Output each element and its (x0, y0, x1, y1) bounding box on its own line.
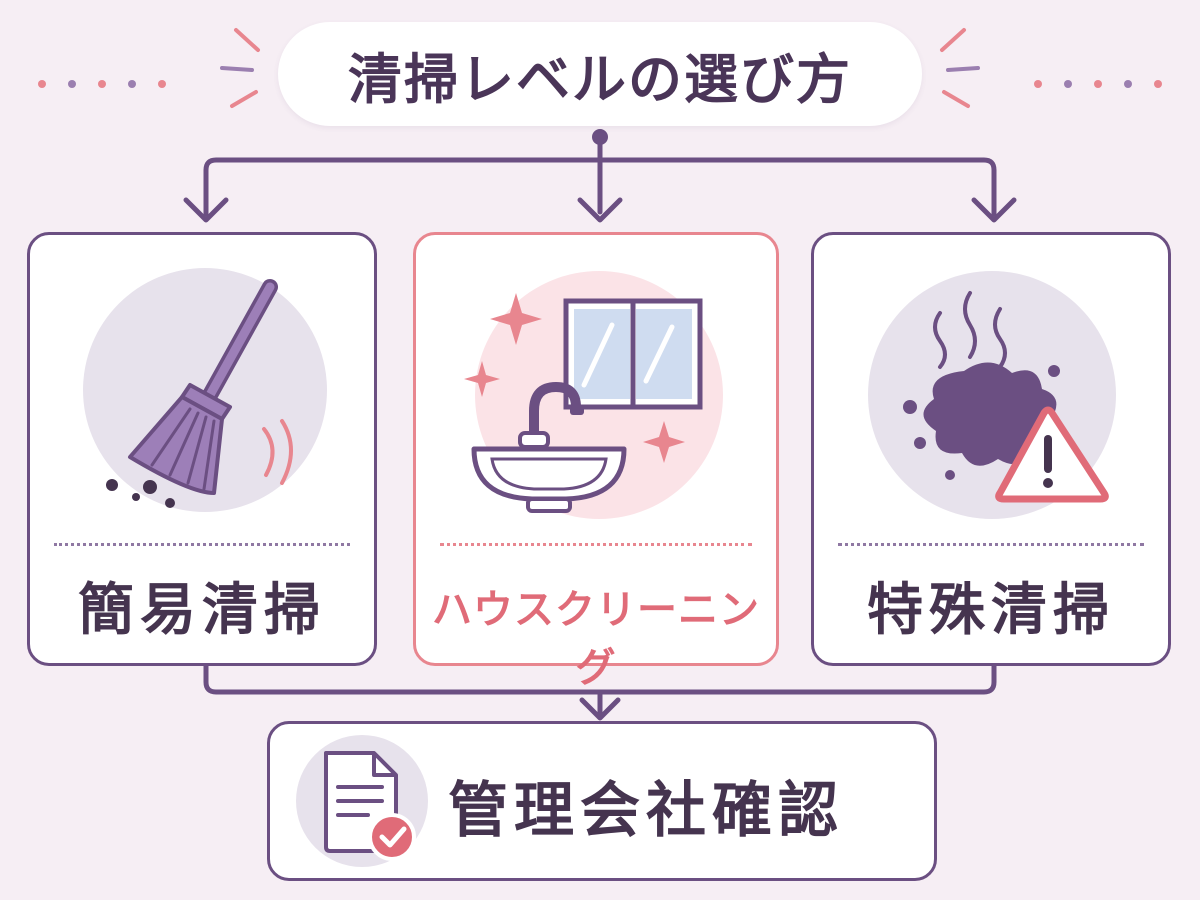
stain-warning-icon (868, 271, 1116, 519)
card-special-cleaning: 特殊清掃 (811, 232, 1171, 666)
result-label: 管理会社確認 (448, 776, 844, 846)
title-sparkle-right (940, 28, 980, 108)
card-label-house: ハウスクリーニング (432, 587, 760, 691)
connector-node (592, 129, 608, 145)
card-simple-cleaning: 簡易清掃 (27, 232, 377, 666)
card-divider (440, 543, 752, 546)
card-label-special: 特殊清掃 (867, 578, 1115, 643)
card-label-simple: 簡易清掃 (78, 578, 326, 643)
title-pill: 清掃レベルの選び方 (278, 22, 922, 126)
right-dots-decoration (1034, 80, 1162, 88)
sink-window-icon (464, 271, 723, 519)
card-divider (54, 543, 350, 546)
top-connector (183, 135, 1017, 223)
title-sparkle-left (220, 28, 260, 108)
diagram-title: 清掃レベルの選び方 (348, 47, 852, 111)
broom-icon (83, 268, 327, 512)
bottom-connector (203, 661, 997, 721)
card-house-cleaning: ハウスクリーニング (413, 232, 779, 691)
left-dots-decoration (38, 80, 166, 88)
card-divider (838, 543, 1144, 546)
document-check-icon (296, 735, 428, 867)
